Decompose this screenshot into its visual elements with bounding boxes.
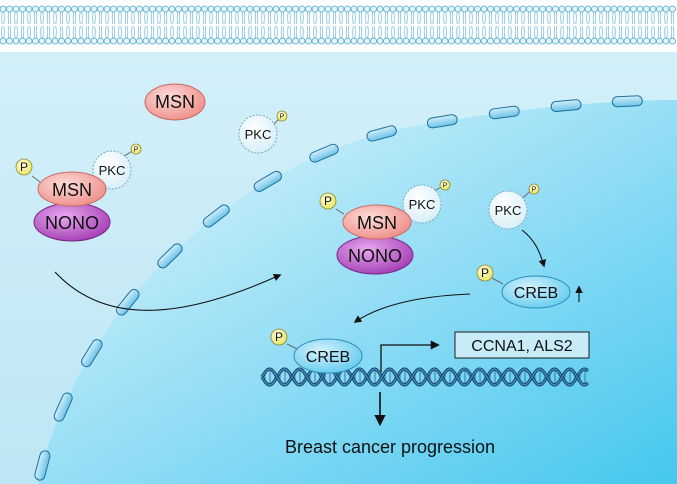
creb-lower: CREB P (270, 328, 363, 374)
complex-nucleus: NONO P PKC MSN P (319, 179, 451, 275)
creb-upper-label: CREB (514, 285, 558, 302)
pkc-free-cytoplasm: P PKC (238, 110, 288, 154)
arrow-translocation (54, 271, 282, 311)
pkc-nucleus-label: PKC (409, 197, 436, 212)
msn-free: MSN (144, 83, 206, 121)
cell-membrane (0, 0, 677, 52)
msn-cytoplasm-label: MSN (52, 180, 92, 200)
creb-upper-p: P (481, 266, 489, 280)
arrow-pkc-to-creb (521, 229, 547, 268)
pkc-free-cytoplasm-label: PKC (245, 127, 272, 142)
msn-cytoplasm-p: P (20, 160, 28, 174)
arrow-creb-to-dna (353, 293, 471, 323)
pkc-free-nucleus-p: P (532, 187, 537, 194)
nono-cytoplasm-label: NONO (45, 213, 99, 233)
transcription-arrow (380, 340, 440, 372)
pkc-free-nucleus: P PKC (488, 183, 540, 230)
creb-lower-p: P (275, 330, 283, 344)
target-genes: CCNA1, ALS2 (454, 331, 590, 359)
creb-upper: CREB P (476, 264, 571, 309)
nono-nucleus-label: NONO (348, 246, 402, 266)
complex-cytoplasm: NONO P PKC MSN P (15, 143, 142, 242)
pkc-nucleus-p: P (443, 183, 448, 190)
msn-nucleus-p: P (324, 194, 332, 208)
target-genes-label: CCNA1, ALS2 (471, 338, 572, 355)
nuclear-envelope (34, 95, 643, 481)
pkc-cytoplasm-label: PKC (99, 163, 126, 178)
msn-nucleus-label: MSN (357, 213, 397, 233)
pkc-cytoplasm-p: P (134, 147, 139, 154)
pkc-free-nucleus-label: PKC (495, 203, 522, 218)
creb-lower-label: CREB (306, 349, 350, 366)
msn-free-label: MSN (155, 92, 195, 112)
outcome-label: Breast cancer progression (285, 437, 495, 457)
pkc-free-cytoplasm-p: P (280, 114, 285, 121)
